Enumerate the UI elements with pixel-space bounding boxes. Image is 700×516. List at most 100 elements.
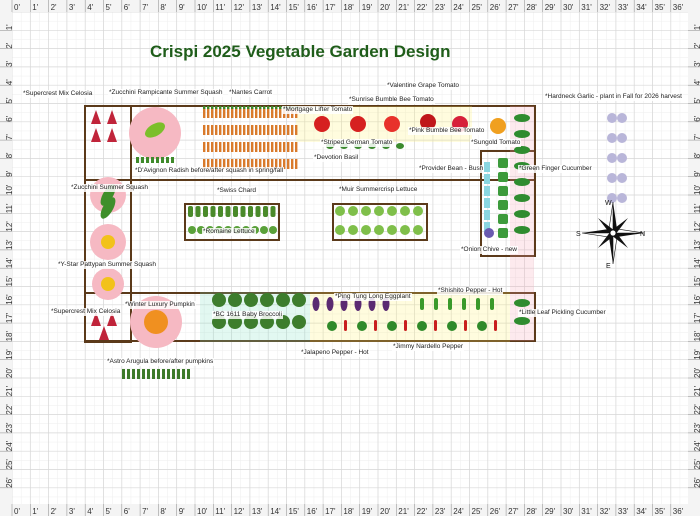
ruler-tick-label: 36' xyxy=(673,507,684,516)
ruler-tick-label: 15' xyxy=(5,276,14,287)
carrot-plant-icon xyxy=(227,159,230,169)
garlic-plant-icon xyxy=(607,133,617,143)
ruler-tick-label: 34' xyxy=(636,3,647,12)
tomato-plant-icon xyxy=(420,114,436,130)
jalapeno-plant-icon xyxy=(387,321,397,331)
ruler-tick-label: 22' xyxy=(417,3,428,12)
chard-plant-icon xyxy=(218,206,223,217)
carrot-plant-icon xyxy=(295,125,298,135)
compass-n-label: W xyxy=(605,200,612,207)
carrot-plant-icon xyxy=(243,142,246,152)
carrot-plant-icon xyxy=(283,125,286,135)
celosia-plant-icon xyxy=(91,128,101,142)
ruler-tick-label: 32' xyxy=(600,3,611,12)
garlic-plant-icon xyxy=(617,133,627,143)
ruler-tick-label: 12' xyxy=(5,221,14,232)
lettuce-plant-icon xyxy=(374,225,384,235)
ruler-tick-label: 31' xyxy=(581,507,592,516)
ruler-tick-label: 26' xyxy=(490,507,501,516)
ruler-tick-label: 13' xyxy=(693,239,700,250)
shishito-plant-icon xyxy=(420,298,424,310)
celosia-plant-icon xyxy=(91,110,101,124)
carrot-plant-icon xyxy=(247,125,250,135)
ruler-tick-label: 10' xyxy=(5,184,14,195)
carrot-plant-icon xyxy=(203,159,206,169)
jalapeno-plant-icon xyxy=(477,321,487,331)
ruler-tick-label: 18' xyxy=(693,331,700,342)
eggplant-plant-icon xyxy=(312,297,320,311)
carrot-plant-icon xyxy=(239,125,242,135)
carrot-plant-icon xyxy=(207,159,210,169)
bean-plant-icon xyxy=(498,228,508,238)
cucumber-plant-icon xyxy=(514,299,530,307)
ruler-tick-label: 17' xyxy=(325,507,336,516)
ruler-tick-label: 23' xyxy=(693,422,700,433)
carrot-plant-icon xyxy=(259,108,262,118)
carrot-plant-icon xyxy=(223,159,226,169)
ruler-tick-label: 17' xyxy=(693,312,700,323)
cucumber-plant-icon xyxy=(514,210,530,218)
ruler-tick-label: 19' xyxy=(5,349,14,360)
arugula-plant-icon xyxy=(132,369,135,379)
romaine-plant-icon xyxy=(260,226,268,234)
carrot-plant-icon xyxy=(275,142,278,152)
shishito-plant-icon xyxy=(476,298,480,310)
carrot-plant-icon xyxy=(291,125,294,135)
ruler-tick-label: 25' xyxy=(472,507,483,516)
garlic-plant-icon xyxy=(607,113,617,123)
carrot-plant-icon xyxy=(255,108,258,118)
ruler-tick-label: 23' xyxy=(435,3,446,12)
ruler-tick-label: 4' xyxy=(5,79,14,85)
compass-rose-icon: W S E N xyxy=(576,200,645,270)
ruler-tick-label: 1' xyxy=(5,24,14,30)
garlic-plant-icon xyxy=(617,193,627,203)
lettuce-plant-icon xyxy=(374,206,384,216)
ruler-tick-label: 17' xyxy=(325,3,336,12)
tomato-plant-icon xyxy=(314,116,330,132)
page-title: Crispi 2025 Vegetable Garden Design xyxy=(150,42,451,61)
ruler-tick-label: 16' xyxy=(307,507,318,516)
broccoli-plant-icon xyxy=(244,293,258,307)
basil-plant-icon xyxy=(396,143,404,149)
ruler-tick-label: 12' xyxy=(693,221,700,232)
zucchini-plant-icon xyxy=(100,197,116,219)
lettuce-plant-icon xyxy=(335,225,345,235)
cucumber-plant-icon xyxy=(514,317,530,325)
arugula-plant-icon xyxy=(157,369,160,379)
carrot-plant-icon xyxy=(251,125,254,135)
ruler-tick-label: 21' xyxy=(398,507,409,516)
chard-plant-icon xyxy=(225,206,231,217)
carrot-plant-icon xyxy=(255,159,258,169)
shishito-plant-icon xyxy=(448,298,452,310)
chard-plant-icon xyxy=(195,206,201,217)
ruler-tick-label: 19' xyxy=(362,507,373,516)
squash-plant-icon xyxy=(145,122,165,138)
lettuce-plant-icon xyxy=(413,225,423,235)
bed-right-column xyxy=(480,150,536,257)
ruler-tick-label: 12' xyxy=(234,507,245,516)
carrot-plant-icon xyxy=(211,108,214,118)
carrot-plant-icon xyxy=(275,125,278,135)
carrot-plant-icon xyxy=(231,125,234,135)
chard-plant-icon xyxy=(203,206,208,217)
carrot-plant-icon xyxy=(279,108,282,118)
lettuce-plant-icon xyxy=(413,206,423,216)
cucumber-plant-icon xyxy=(514,226,530,234)
bed-lettuce xyxy=(332,203,428,241)
radish-plant-icon xyxy=(141,157,144,163)
lettuce-plant-icon xyxy=(335,206,345,216)
compass-e-label: E xyxy=(606,263,611,270)
ruler-tick-label: 36' xyxy=(673,3,684,12)
arugula-plant-icon xyxy=(137,369,140,379)
ruler-tick-label: 22' xyxy=(5,404,14,415)
carrot-plant-icon xyxy=(271,125,274,135)
label-pickling-cucumber: *Little Leaf Pickling Cucumber xyxy=(518,309,607,317)
ruler-tick-label: 33' xyxy=(618,3,629,12)
chard-plant-icon xyxy=(263,206,268,217)
cucumber-plant-icon xyxy=(514,194,530,202)
ruler-tick-label: 8' xyxy=(5,152,14,158)
carrot-plant-icon xyxy=(239,159,242,169)
ruler-tick-label: 10' xyxy=(197,3,208,12)
broccoli-plant-icon xyxy=(228,293,242,307)
carrot-plant-icon xyxy=(263,159,266,169)
